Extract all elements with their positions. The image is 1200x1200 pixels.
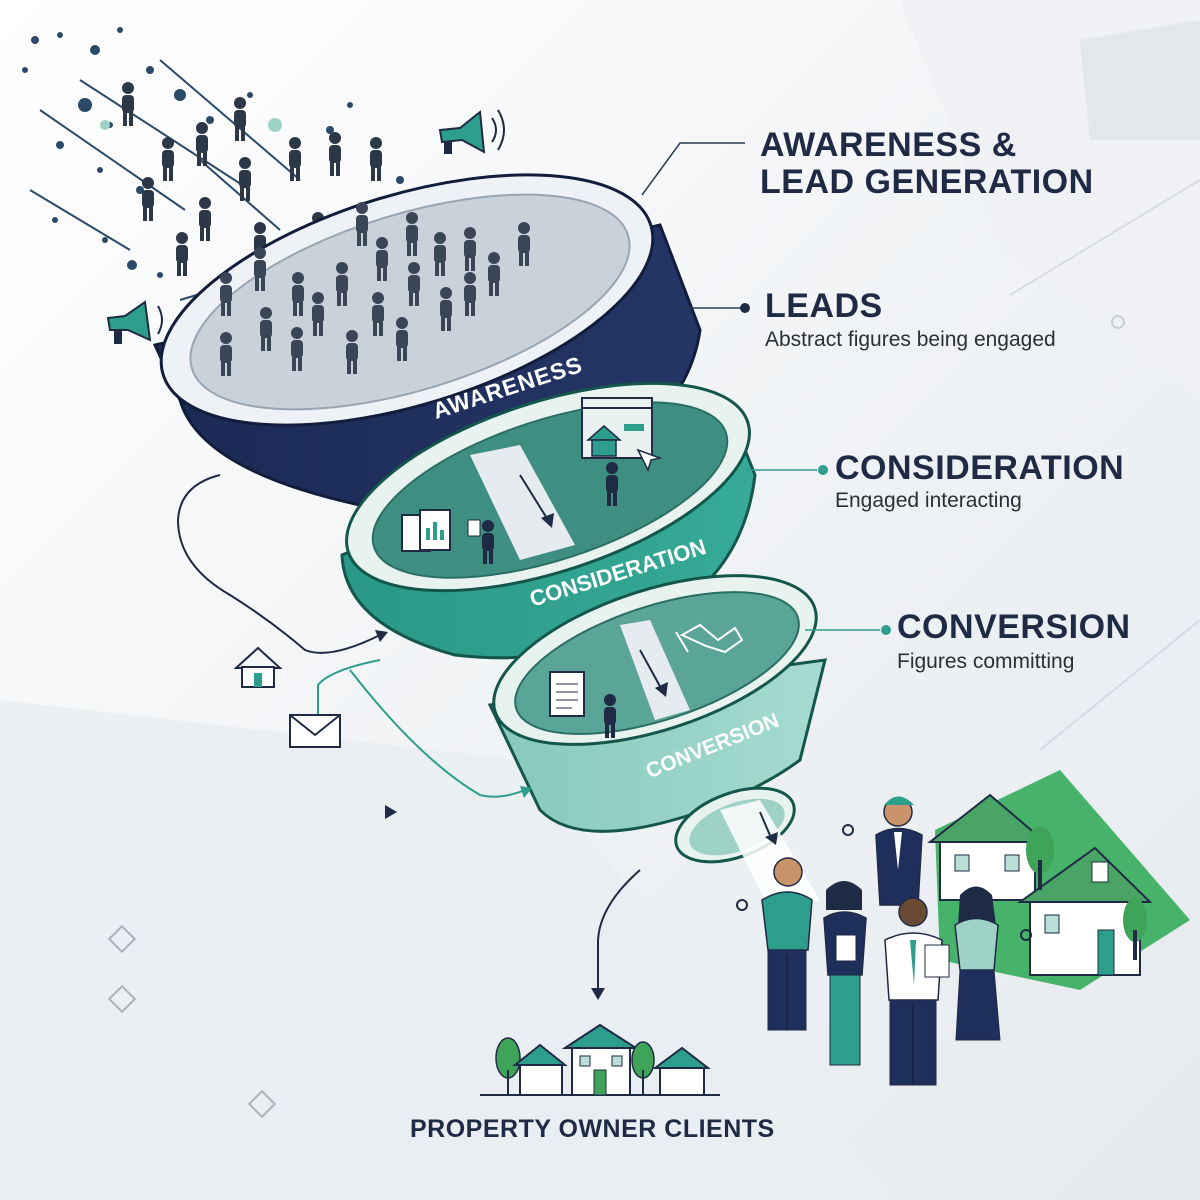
handshake-icon: [675, 623, 744, 654]
awareness-title-line1: AWARENESS &: [760, 126, 1017, 164]
envelope-icon: [289, 714, 341, 748]
document-icon: [401, 509, 451, 552]
contract-document-icon: [549, 671, 585, 717]
leads-subtitle: Abstract figures being engaged: [765, 328, 1056, 351]
stream-dots: [22, 27, 404, 278]
property-owner-clients-label: PROPERTY OWNER CLIENTS: [410, 1115, 775, 1143]
client-houses: [927, 770, 1190, 990]
funnel-tier-conversion: CONVERSION: [487, 574, 827, 833]
consideration-title: CONSIDERATION: [835, 449, 1125, 487]
conversion-title: CONVERSION: [897, 608, 1131, 646]
label-connectors: [641, 142, 891, 635]
megaphone-icon: [438, 109, 505, 154]
megaphone-icon: [106, 300, 163, 344]
leads-title: LEADS: [765, 287, 883, 325]
awareness-title-line2: LEAD GENERATION: [760, 163, 1094, 201]
agent-team: [736, 796, 1032, 1086]
browser-window-icon: [581, 397, 663, 473]
side-flow-lines: [176, 474, 641, 1000]
house-icon: [233, 646, 283, 688]
play-triangle-icon: [385, 805, 397, 819]
conversion-subtitle: Figures committing: [897, 650, 1075, 673]
property-houses-icon: [480, 1023, 720, 1096]
consideration-subtitle: Engaged interacting: [835, 489, 1022, 512]
